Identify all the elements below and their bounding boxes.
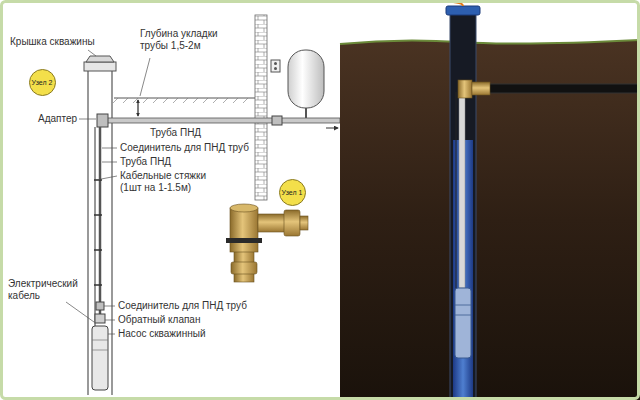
part-label: Соединитель для ПНД труб <box>120 142 249 154</box>
part-label: Электрический кабель <box>8 278 88 302</box>
dimension-label: Глубина укладки трубы 1,5-2м <box>140 28 232 52</box>
callout-number: Узел 1 <box>282 189 303 196</box>
callout-circle: Узел 2 <box>29 69 56 96</box>
part-label: Труба ПНД <box>150 127 201 139</box>
note-label: Кабельные стяжки (1шт на 1-1.5м) <box>120 170 220 194</box>
part-label: Обратный клапан <box>118 314 200 326</box>
part-label: Крышка скважины <box>10 36 95 48</box>
part-label: Труба ПНД <box>120 156 171 168</box>
part-label: Соединитель для ПНД труб <box>118 300 247 312</box>
callout-circle: Узел 1 <box>279 179 306 206</box>
part-label: Насос скважинный <box>118 328 205 340</box>
callout-number: Узел 2 <box>32 79 53 86</box>
part-label: Адаптер <box>38 113 77 125</box>
